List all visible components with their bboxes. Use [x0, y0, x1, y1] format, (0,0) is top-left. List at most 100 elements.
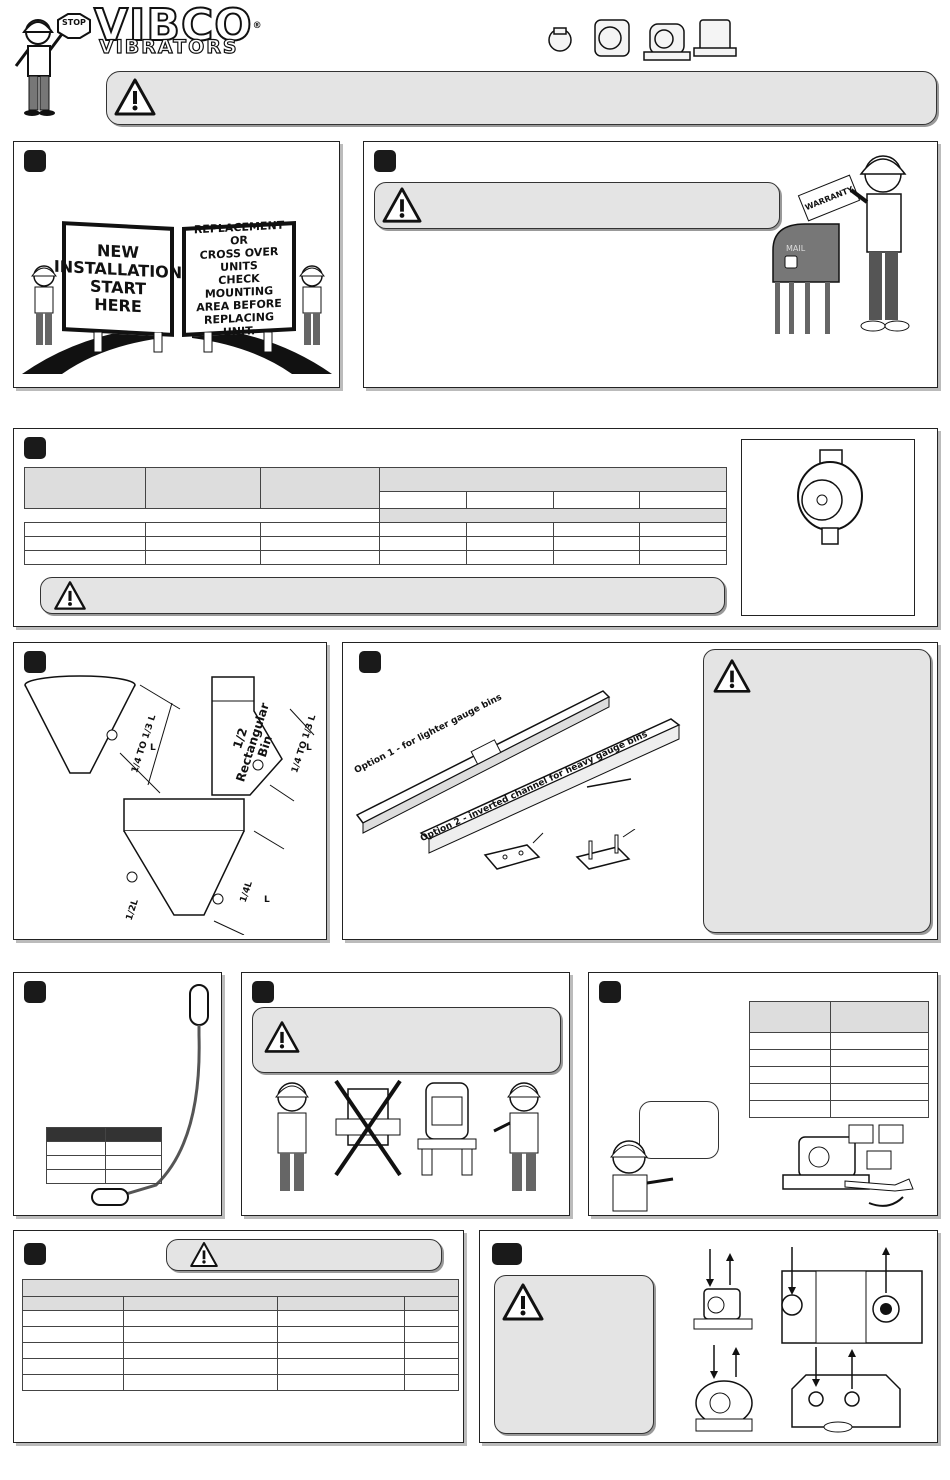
step-badge [374, 150, 396, 172]
step-badge [599, 981, 621, 1003]
torque-table [749, 1001, 929, 1118]
wrong-mounting-icon [334, 1079, 402, 1177]
table-row [46, 1155, 162, 1170]
table-header-cell [379, 467, 727, 492]
table-row [749, 1083, 929, 1101]
brand-logo: VIBCO® [93, 3, 263, 49]
table-header-cell [145, 467, 261, 509]
step-badge [24, 651, 46, 673]
table-row [22, 1310, 459, 1327]
mailbox-illustration [772, 223, 840, 334]
table-row [24, 536, 727, 551]
sign-new-installation: NEW INSTALLATION START HERE [54, 221, 182, 337]
table-header-cell [24, 467, 146, 509]
cable-table [46, 1127, 162, 1184]
rect-bin-diagram [211, 676, 315, 802]
table-header-cell [105, 1127, 162, 1142]
panel-mounting-channels: Option 1 - for lighter gauge bins Option… [342, 642, 938, 940]
air-vibrator-top-left [693, 1249, 753, 1330]
air-warning-box [494, 1275, 654, 1434]
panel-safety-cable [13, 972, 222, 1216]
table-row [22, 1358, 459, 1375]
warranty-card-label: WARRANTY [803, 184, 855, 212]
table-row [22, 1342, 459, 1359]
stop-sign-text: STOP [62, 18, 86, 27]
worker-warranty-figure [849, 155, 910, 332]
table-row [749, 1066, 929, 1084]
mailbox-label: MAIL [786, 244, 806, 253]
brand-tagline: VIBRATORS [98, 35, 239, 58]
mascot-stop-figure [14, 13, 91, 116]
table-row [46, 1169, 162, 1184]
table-row [24, 550, 727, 565]
speech-bubble [639, 1101, 719, 1159]
worker-pointing-figure [609, 1140, 674, 1212]
step-badge [24, 437, 46, 459]
step-badge [359, 651, 381, 673]
table-row [22, 1326, 459, 1343]
panel-installation-signs: NEW INSTALLATION START HERE REPLACEMENT … [13, 141, 340, 388]
channel-option-1 [355, 690, 611, 834]
table-subheader-cell [465, 490, 554, 510]
panel-warranty: MAIL WARRANTY [363, 141, 938, 388]
table-row [24, 522, 727, 537]
correct-mounting-icon [417, 1082, 477, 1176]
warranty-warning-box [374, 182, 780, 229]
hopper-diagram [123, 798, 285, 935]
mounting-plates [483, 829, 636, 870]
sign-posts [93, 332, 273, 353]
table-subheader-cell [379, 490, 467, 510]
step-badge [24, 150, 46, 172]
table-row [749, 1032, 929, 1050]
table-row [46, 1141, 162, 1156]
wrench-torque-illustration [782, 1124, 914, 1207]
cone-bin-diagram [24, 675, 181, 794]
table-header-cell [46, 1127, 106, 1142]
rect-L-label: L [306, 743, 312, 753]
table-header-cell [123, 1296, 278, 1311]
specs-warning-box [40, 577, 725, 614]
hopper-L-label: L [264, 895, 270, 905]
warning-icon [502, 1283, 544, 1321]
table-header-cell [277, 1296, 405, 1311]
worker-sad-figure [275, 1082, 309, 1191]
panel-mounting-orientation [241, 972, 570, 1216]
panel-torque [588, 972, 938, 1216]
worker-right-figure [298, 265, 326, 345]
safety-cable-illustration [91, 984, 209, 1206]
panel-air-flow [479, 1230, 938, 1443]
mounting-warning-box [703, 649, 931, 933]
air-vibrator-bottom-left [695, 1345, 753, 1432]
warning-icon [54, 581, 86, 610]
table-header-cell [749, 1001, 831, 1033]
channel-option-2 [419, 718, 681, 854]
table-subheader-cell [639, 490, 727, 510]
vibrator-product-image [797, 449, 863, 545]
table-header-cell [830, 1001, 929, 1033]
electrical-table [22, 1279, 459, 1391]
panel-bin-location: 1/4 TO 1/3 L L 1/2 Rectangular Bin 1/4 T… [13, 642, 327, 940]
worker-happy-figure [493, 1082, 541, 1191]
warning-icon [713, 659, 751, 693]
sign-replacement: REPLACEMENT OR CROSS OVER UNITS CHECK MO… [182, 218, 296, 338]
air-port-closeup-top [781, 1247, 923, 1344]
warning-icon [114, 78, 156, 116]
table-row [749, 1100, 929, 1118]
vibrator-image-box [741, 439, 915, 616]
air-port-closeup-bottom [791, 1347, 901, 1433]
table-header-cell [379, 508, 727, 523]
panel-electrical-table [13, 1230, 464, 1443]
table-row [749, 1049, 929, 1067]
worker-left-figure [30, 265, 58, 345]
table-row [22, 1374, 459, 1391]
table-header-cell [22, 1296, 124, 1311]
step-badge [252, 981, 274, 1003]
warning-icon [190, 1242, 218, 1267]
cone-L-label: L [150, 743, 156, 753]
brand-name: VIBCO [93, 0, 253, 51]
warning-icon [382, 187, 422, 223]
registered-mark: ® [252, 21, 263, 31]
orientation-warning-box [252, 1007, 561, 1073]
step-badge [24, 981, 46, 1003]
vibrator-products-icon [548, 19, 737, 61]
